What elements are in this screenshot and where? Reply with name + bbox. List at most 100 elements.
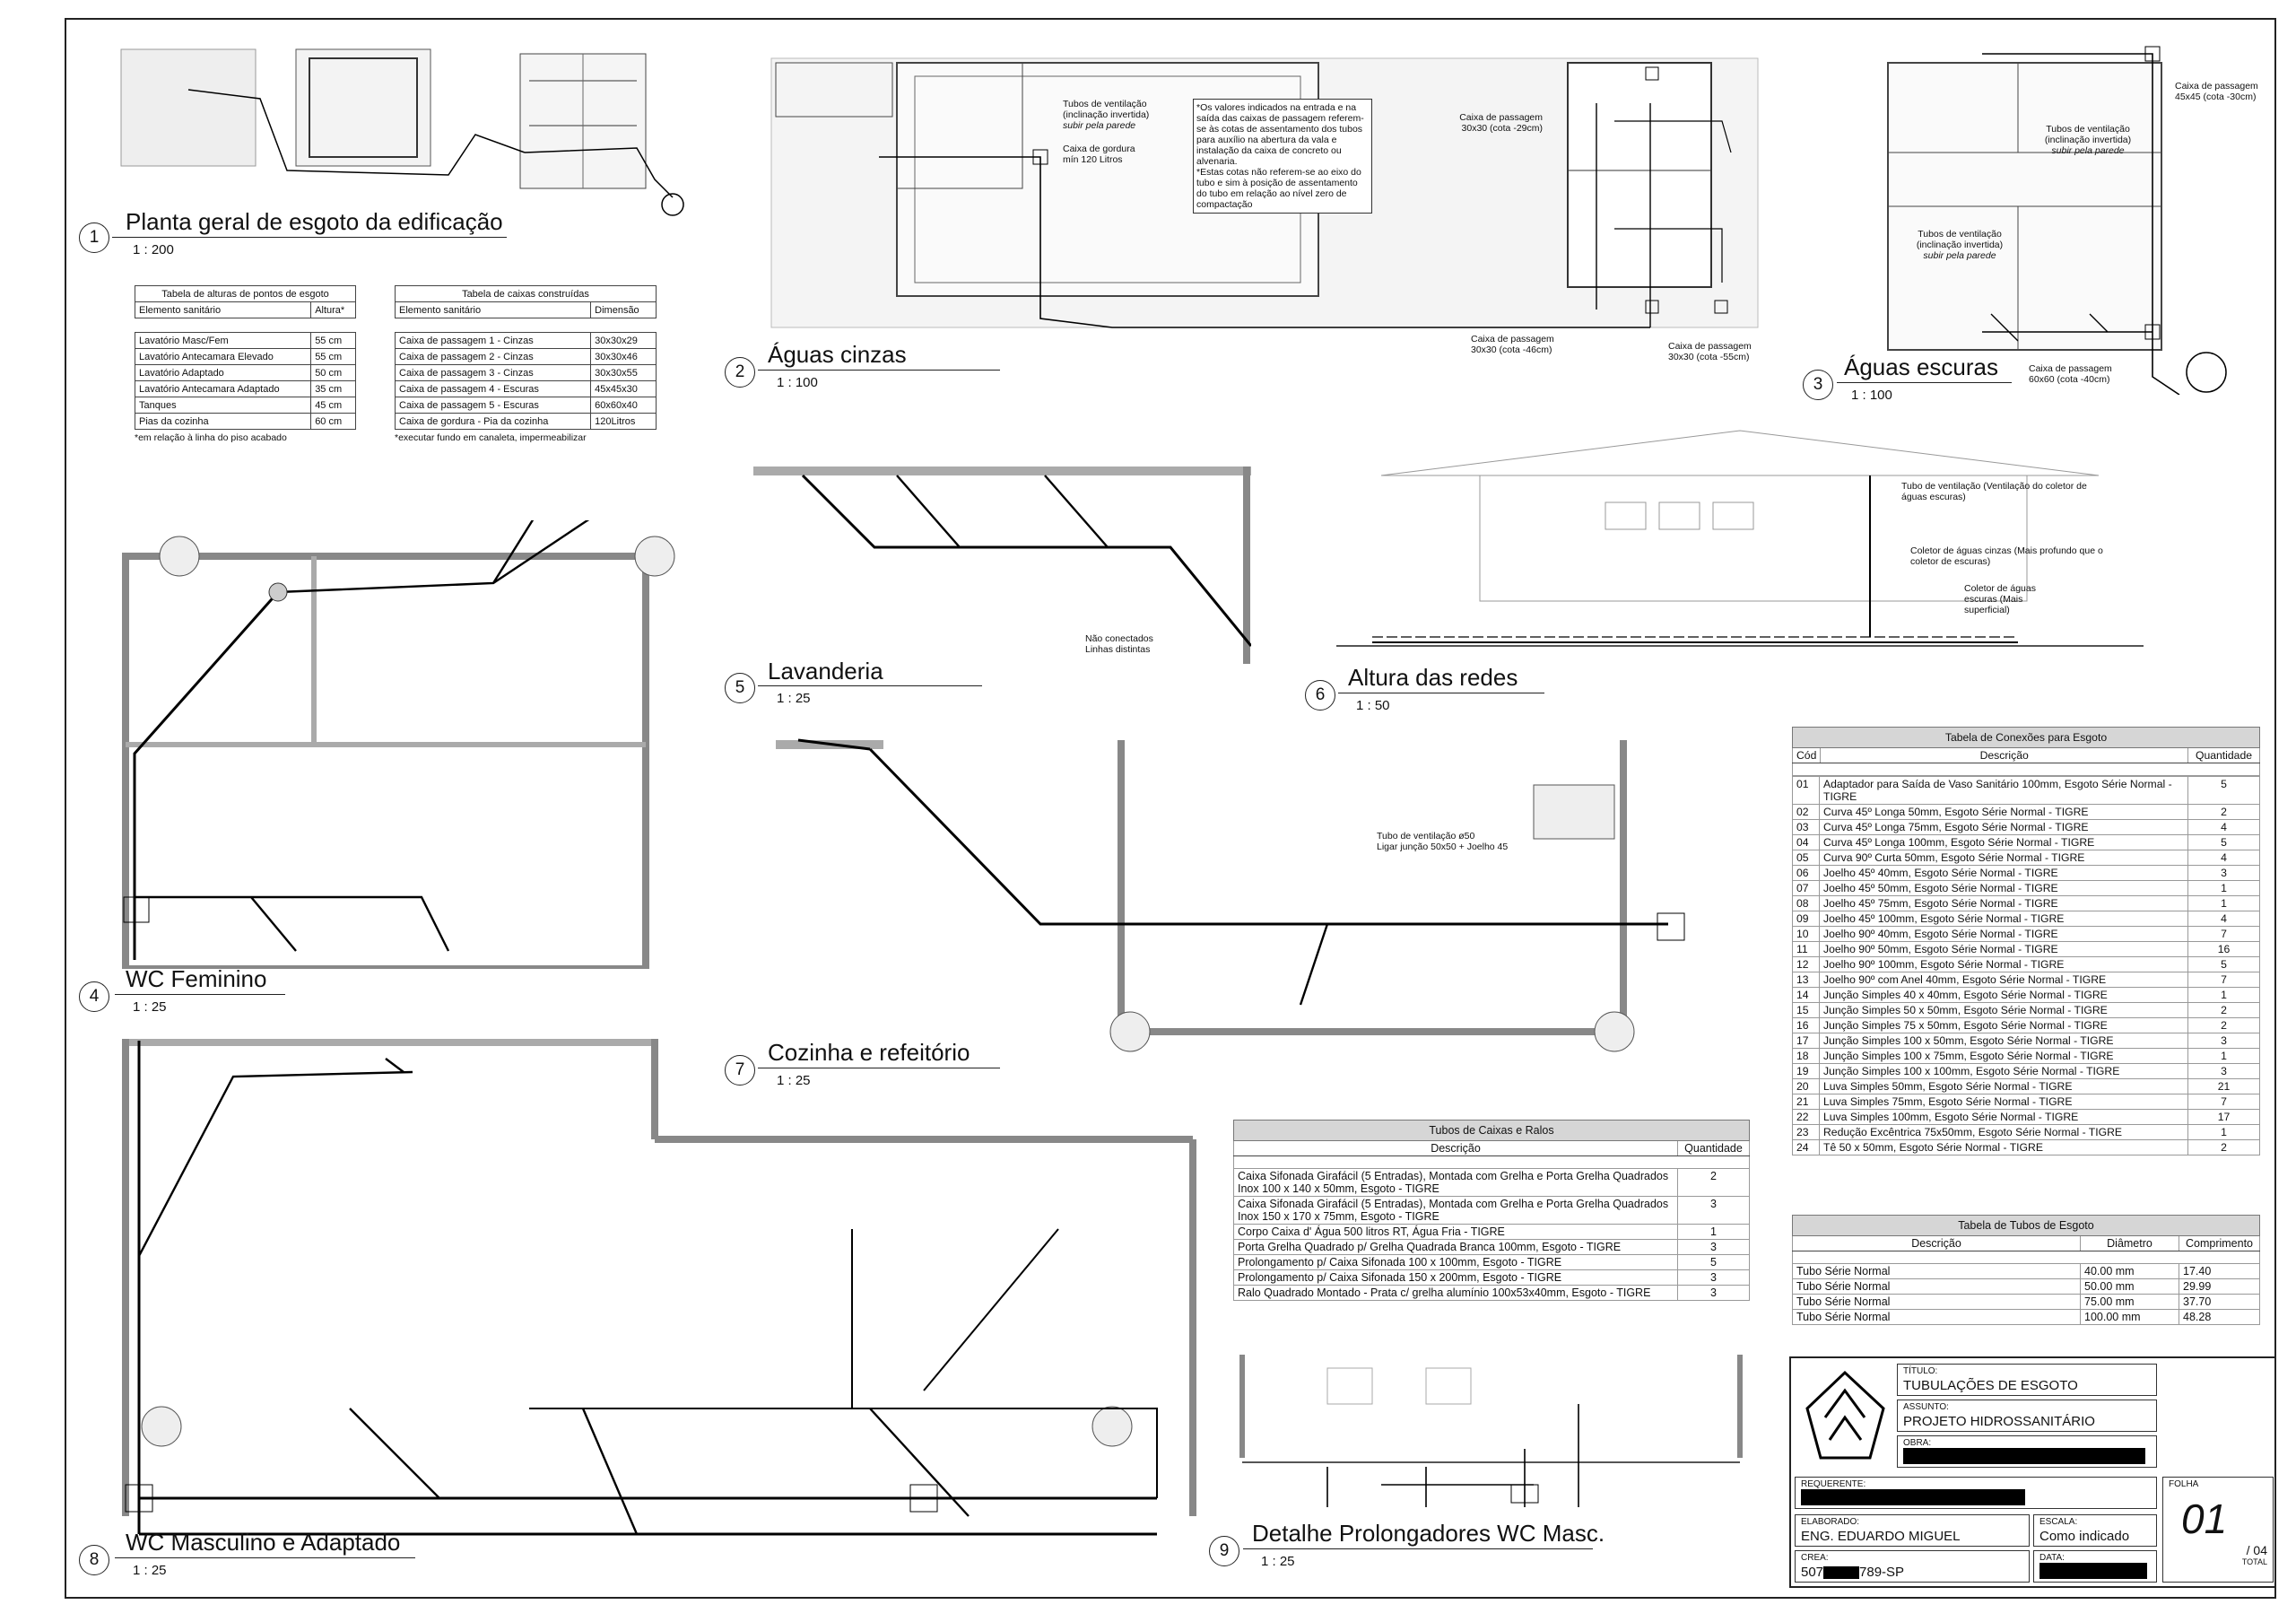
heights-table-title: Tabela de alturas de pontos de esgoto — [135, 285, 356, 302]
box-55-label: Caixa de passagem 30x30 (cota -55cm) — [1668, 341, 1752, 362]
redacted-block — [1823, 1566, 1860, 1580]
folha-total-label: TOTAL — [2241, 1557, 2267, 1566]
connections-col-cod: Cód — [1791, 747, 1822, 763]
view-4-number: 4 — [79, 981, 109, 1012]
elaborado-cell: ELABORADO:ENG. EDUARDO MIGUEL — [1795, 1514, 2030, 1547]
view-3-underline — [1837, 382, 2012, 383]
table-row: Caixa Sifonada Girafácil (5 Entradas), M… — [1233, 1168, 1750, 1197]
view-2-scale: 1 : 100 — [777, 375, 818, 390]
company-logo — [1798, 1364, 1892, 1471]
view-7-title: Cozinha e refeitório — [768, 1039, 970, 1066]
view-7-number: 7 — [725, 1055, 755, 1086]
drains-table-title: Tubos de Caixas e Ralos — [1233, 1120, 1750, 1141]
redacted-block — [1801, 1489, 2025, 1505]
view-2-title: Águas cinzas — [768, 341, 907, 368]
drains-col-desc: Descrição — [1233, 1140, 1678, 1156]
pipes-col-len: Comprimento — [2179, 1235, 2260, 1251]
table-row: Prolongamento p/ Caixa Sifonada 100 x 10… — [1233, 1254, 1750, 1270]
heights-col-element: Elemento sanitário — [134, 301, 312, 318]
view-9-number: 9 — [1209, 1536, 1239, 1566]
view-5-scale: 1 : 25 — [777, 691, 811, 706]
titulo-cell: TÍTULO:TUBULAÇÕES DE ESGOTO — [1897, 1364, 2157, 1396]
boxes-col-element: Elemento sanitário — [394, 301, 592, 318]
view-6-number: 6 — [1305, 680, 1335, 711]
pipes-col-diam: Diâmetro — [2080, 1235, 2179, 1251]
folha-value: 01 — [2181, 1496, 2228, 1542]
view-4-title: WC Feminino — [126, 965, 267, 992]
table-row: Corpo Caixa d' Água 500 litros RT, Água … — [1233, 1224, 1750, 1240]
view-3-number: 3 — [1803, 370, 1833, 400]
view-9-underline — [1243, 1548, 1593, 1549]
drains-col-qty: Quantidade — [1677, 1140, 1750, 1156]
view-6-drawing — [1336, 386, 2144, 655]
data-cell: DATA: — [2033, 1550, 2157, 1583]
view-2-underline — [758, 370, 1000, 371]
boxes-col-dimension: Dimensão — [590, 301, 657, 318]
view-6-scale: 1 : 50 — [1356, 698, 1390, 713]
view-9-drawing — [1238, 1350, 1749, 1512]
view-8-underline — [115, 1557, 415, 1558]
connections-table-title: Tabela de Conexões para Esgoto — [1792, 727, 2260, 748]
heights-footnote: *em relação à linha do piso acabado — [135, 432, 287, 443]
net-black-label: Coletor de águas escuras (Mais superfici… — [1964, 583, 2036, 615]
box-46-label: Caixa de passagem 30x30 (cota -46cm) — [1471, 334, 1554, 355]
obra-cell: OBRA: — [1897, 1435, 2157, 1468]
title-block: TÍTULO:TUBULAÇÕES DE ESGOTO ASSUNTO:PROJ… — [1789, 1356, 2276, 1588]
view-1-title: Planta geral de esgoto da edificação — [126, 208, 503, 235]
view-8-number: 8 — [79, 1545, 109, 1575]
drawing-sheet — [65, 18, 2276, 1599]
table-row: Porta Grelha Quadrado p/ Grelha Quadrada… — [1233, 1239, 1750, 1255]
view-5-underline — [758, 685, 982, 686]
grease-box-label: Caixa de gordura mín 120 Litros — [1063, 144, 1135, 165]
view-9-title: Detalhe Prolongadores WC Masc. — [1252, 1520, 1605, 1547]
folha-cell: FOLHA 01 / 04 TOTAL — [2162, 1477, 2274, 1583]
heights-col-height: Altura* — [310, 301, 356, 318]
view-2-number: 2 — [725, 357, 755, 388]
grey-water-note: *Os valores indicados na entrada e na sa… — [1193, 99, 1372, 214]
table-row: Caixa Sifonada Girafácil (5 Entradas), M… — [1233, 1196, 1750, 1225]
connections-col-qty: Quantidade — [2187, 747, 2260, 763]
net-vent-label: Tubo de ventilação (Ventilação do coleto… — [1901, 481, 2087, 502]
not-connected-label: Não conectados Linhas distintas — [1085, 633, 1153, 655]
view-5-drawing — [749, 431, 1251, 673]
net-grey-label: Coletor de águas cinzas (Mais profundo q… — [1910, 545, 2103, 567]
table-row: Prolongamento p/ Caixa Sifonada 150 x 20… — [1233, 1269, 1750, 1286]
view3-vent-label-1: Tubos de ventilação (inclinação invertid… — [2044, 124, 2132, 156]
folha-total: / 04 — [2246, 1543, 2267, 1557]
